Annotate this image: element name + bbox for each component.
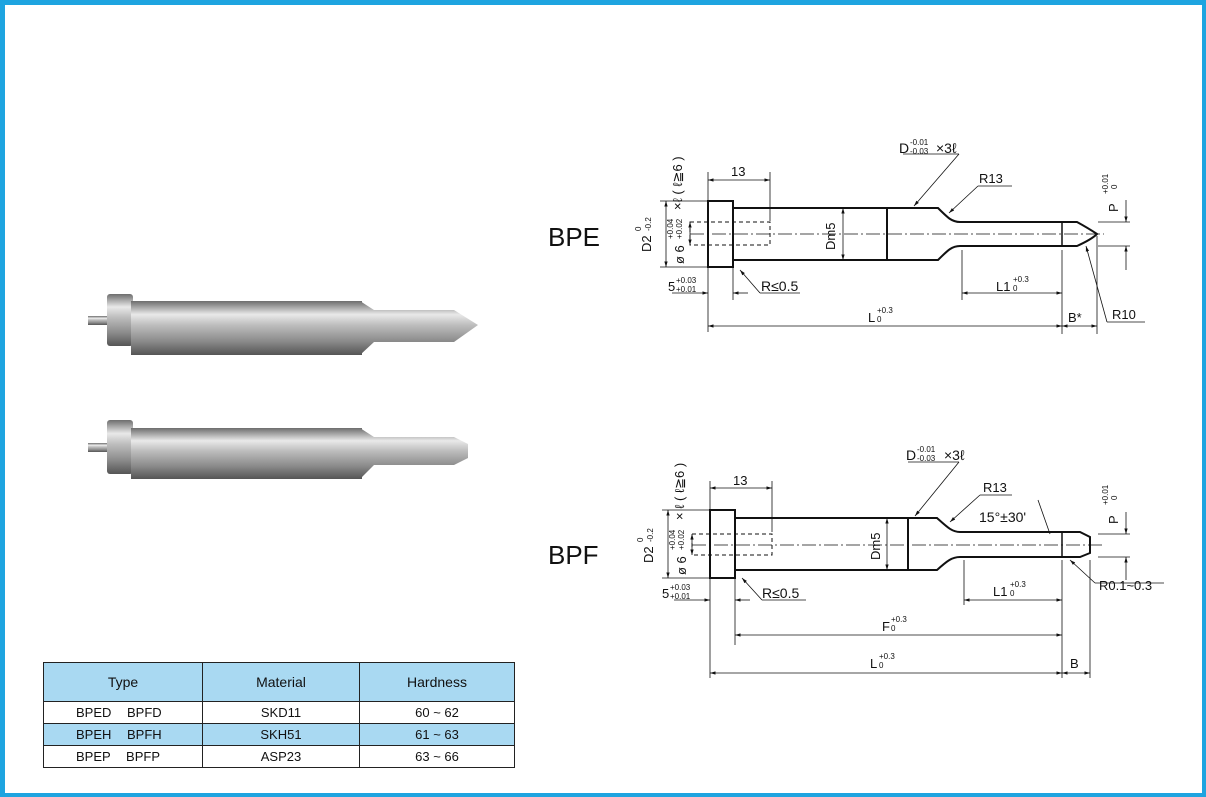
cell-type: BPED BPFD — [43, 701, 203, 724]
bpe-dim-d-up: -0.01 — [910, 138, 929, 147]
bpf-dim-head-len: 13 — [733, 473, 747, 488]
bpf-dim-l1-lo: 0 — [1010, 589, 1015, 598]
bpf-dim-f-lo: 0 — [891, 624, 896, 633]
bpf-dim-angle: 15°±30' — [979, 509, 1026, 525]
bpf-dim-head-thick-up: +0.03 — [670, 583, 691, 592]
bpf-dim-l: L — [870, 656, 877, 671]
bpe-dim-d2-lo: -0.2 — [644, 217, 653, 231]
bpf-drawing — [691, 509, 1104, 579]
bpe-dim-p: P — [1106, 203, 1121, 212]
bpe-dimension-text: 13 D -0.01 -0.03 ×3ℓ R13 Dm5 P +0.01 0 D… — [634, 138, 1136, 325]
bpe-dim-head-len: 13 — [731, 164, 745, 179]
bpf-dim-d2-lo: -0.2 — [646, 528, 655, 542]
bpf-dim-head-thick-lo: +0.01 — [670, 592, 691, 601]
table-row: BPEH BPFH SKH51 61 ~ 63 — [43, 723, 515, 746]
bpf-dim-dm5: Dm5 — [868, 533, 883, 560]
bpe-dim-p-up: +0.01 — [1101, 173, 1110, 194]
bpe-dimension-lines — [660, 153, 1145, 334]
bpe-dim-l-lo: 0 — [877, 315, 882, 324]
bpf-dim-hole-up: +0.04 — [668, 529, 677, 550]
bpe-drawing — [689, 200, 1104, 268]
bpf-dimension-lines — [662, 461, 1164, 678]
bpe-dim-head-thick-up: +0.03 — [676, 276, 697, 285]
bpe-dim-l1-lo: 0 — [1013, 284, 1018, 293]
cell-type: BPEP BPFP — [43, 745, 203, 768]
bpe-dim-dm5: Dm5 — [823, 223, 838, 250]
bpf-dim-p-up: +0.01 — [1101, 484, 1110, 505]
bpf-dim-hole-lo: +0.02 — [677, 529, 686, 550]
header-hardness: Hardness — [359, 662, 515, 702]
bpf-dim-l1: L1 — [993, 584, 1007, 599]
bpf-dim-f-up: +0.3 — [891, 615, 907, 624]
cell-material: SKH51 — [202, 723, 360, 746]
table-row: BPED BPFD SKD11 60 ~ 62 — [43, 701, 515, 724]
bpe-dim-head-thick: 5 — [668, 279, 675, 294]
bpe-dim-l1-up: +0.3 — [1013, 275, 1029, 284]
bpe-dim-hole-lo: +0.02 — [675, 218, 684, 239]
cell-hardness: 61 ~ 63 — [359, 723, 515, 746]
spec-table-header: Type Material Hardness — [43, 662, 515, 702]
frame-left-border — [0, 0, 5, 797]
spec-table: Type Material Hardness BPED BPFD SKD11 6… — [43, 662, 515, 768]
bpe-dim-hole-up: +0.04 — [666, 218, 675, 239]
bpf-dim-corner: R≤0.5 — [762, 585, 799, 601]
bpe-dim-d-lo: -0.03 — [910, 147, 929, 156]
bpe-dim-l-up: +0.3 — [877, 306, 893, 315]
bpf-dim-tip: R0.1~0.3 — [1099, 578, 1152, 593]
bpf-dim-hole: ø 6 — [674, 556, 689, 575]
bpf-dim-d-len: ×3ℓ — [944, 447, 965, 463]
bpf-dim-b: B — [1070, 656, 1079, 671]
bpe-dim-r10: R10 — [1112, 307, 1136, 322]
bpf-dim-p: P — [1106, 515, 1121, 524]
bpf-dim-head-thick: 5 — [662, 586, 669, 601]
bpf-dim-f: F — [882, 619, 890, 634]
bpe-dim-d2: D2 — [639, 235, 654, 252]
bpf-title: BPF — [548, 540, 599, 570]
bpe-dim-d: D — [899, 140, 909, 156]
bpf-dim-d-lo: -0.03 — [917, 454, 936, 463]
bpe-dim-l1: L1 — [996, 279, 1010, 294]
bpf-dim-d2: D2 — [641, 546, 656, 563]
bpf-dim-d: D — [906, 447, 916, 463]
bpf-dim-r13: R13 — [983, 480, 1007, 495]
bpf-dim-l1-up: +0.3 — [1010, 580, 1026, 589]
bpf-dim-hole-len: × ℓ ( ℓ≧6 ) — [672, 463, 687, 520]
bpe-dim-corner: R≤0.5 — [761, 278, 798, 294]
pin-photo-bpf — [88, 420, 468, 479]
pin-photo-bpe — [88, 294, 478, 355]
bpe-dim-d-len: ×3ℓ — [936, 140, 957, 156]
cell-material: SKD11 — [202, 701, 360, 724]
bpe-dim-r13: R13 — [979, 171, 1003, 186]
cell-hardness: 63 ~ 66 — [359, 745, 515, 768]
cell-type: BPEH BPFH — [43, 723, 203, 746]
header-type: Type — [43, 662, 203, 702]
bpe-dim-head-thick-lo: +0.01 — [676, 285, 697, 294]
bpf-dim-d-up: -0.01 — [917, 445, 936, 454]
cell-hardness: 60 ~ 62 — [359, 701, 515, 724]
bpf-dim-l-lo: 0 — [879, 661, 884, 670]
frame-bottom-border — [0, 793, 1206, 797]
frame-top-border — [0, 0, 1206, 5]
bpe-dim-b: B* — [1068, 310, 1082, 325]
header-material: Material — [202, 662, 360, 702]
bpe-dim-d2-up: 0 — [634, 226, 643, 231]
bpf-dim-p-lo: 0 — [1110, 495, 1119, 500]
bpe-dim-p-lo: 0 — [1110, 184, 1119, 189]
bpf-dim-l-up: +0.3 — [879, 652, 895, 661]
table-row: BPEP BPFP ASP23 63 ~ 66 — [43, 745, 515, 768]
bpe-dim-hole-len: ×ℓ ( ℓ≧6 ) — [670, 156, 685, 210]
bpf-dim-d2-up: 0 — [636, 537, 645, 542]
bpe-dim-hole: ø 6 — [672, 245, 687, 264]
bpe-dim-l: L — [868, 310, 875, 325]
frame-right-border — [1202, 0, 1206, 797]
cell-material: ASP23 — [202, 745, 360, 768]
bpf-dimension-text: 13 D -0.01 -0.03 ×3ℓ R13 15°±30' Dm5 P +… — [636, 445, 1152, 671]
bpe-title: BPE — [548, 222, 601, 252]
